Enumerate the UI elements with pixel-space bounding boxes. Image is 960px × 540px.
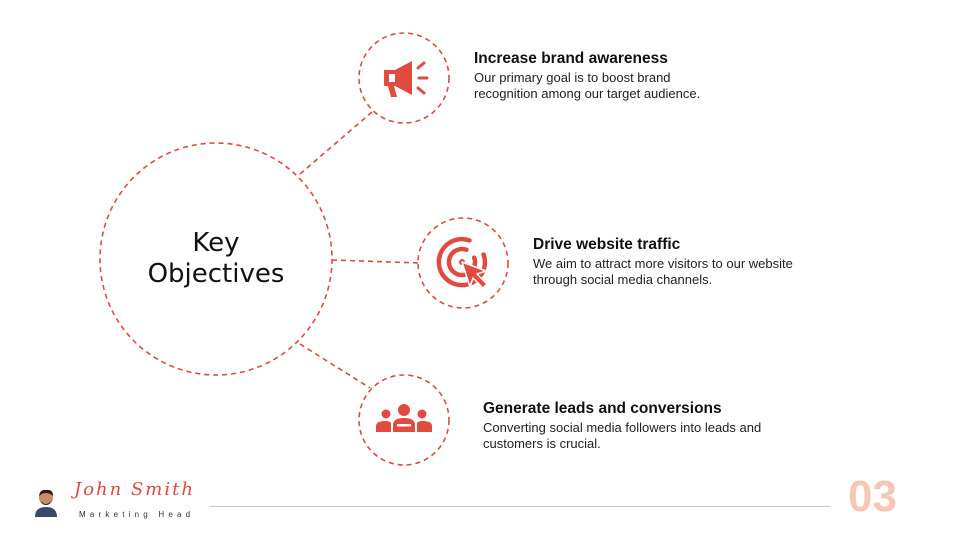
objective-description: We aim to attract more visitors to our w… (533, 256, 873, 288)
presenter-role: Marketing Head (79, 510, 195, 519)
connector-2 (331, 259, 421, 264)
avatar (33, 487, 59, 517)
center-title: Key Objectives (100, 228, 332, 290)
objective-desc-line: recognition among our target audience. (474, 86, 701, 101)
objective-title: Increase brand awareness (474, 50, 668, 67)
objective-desc-line: We aim to attract more visitors to our w… (533, 256, 793, 271)
objective-website-traffic: Drive website traffic We aim to attract … (533, 236, 873, 288)
objective-desc-line: through social media channels. (533, 272, 713, 287)
presenter-name: John Smith (74, 479, 195, 500)
people-group-icon (376, 404, 432, 432)
connector-3 (299, 343, 371, 389)
megaphone-icon (384, 61, 429, 97)
center-circle (99, 142, 333, 376)
objective-title: Generate leads and conversions (483, 400, 722, 417)
node-circle-3 (358, 374, 450, 466)
objective-leads-conversions: Generate leads and conversions Convertin… (483, 400, 823, 452)
footer-divider (210, 506, 830, 507)
center-title-line-1: Key (192, 228, 240, 258)
objective-description: Our primary goal is to boost brand recog… (474, 70, 814, 102)
objective-title: Drive website traffic (533, 236, 681, 253)
connector-1 (299, 111, 373, 175)
objective-description: Converting social media followers into l… (483, 420, 823, 452)
center-title-line-2: Objectives (147, 259, 285, 289)
objective-brand-awareness: Increase brand awareness Our primary goa… (474, 50, 814, 102)
objective-desc-line: customers is crucial. (483, 436, 601, 451)
page-number: 03 (848, 472, 897, 521)
objective-desc-line: Our primary goal is to boost brand (474, 70, 671, 85)
objective-desc-line: Converting social media followers into l… (483, 420, 762, 435)
node-circle-2 (417, 217, 509, 309)
node-circle-1 (358, 32, 450, 124)
target-click-icon (436, 236, 488, 289)
